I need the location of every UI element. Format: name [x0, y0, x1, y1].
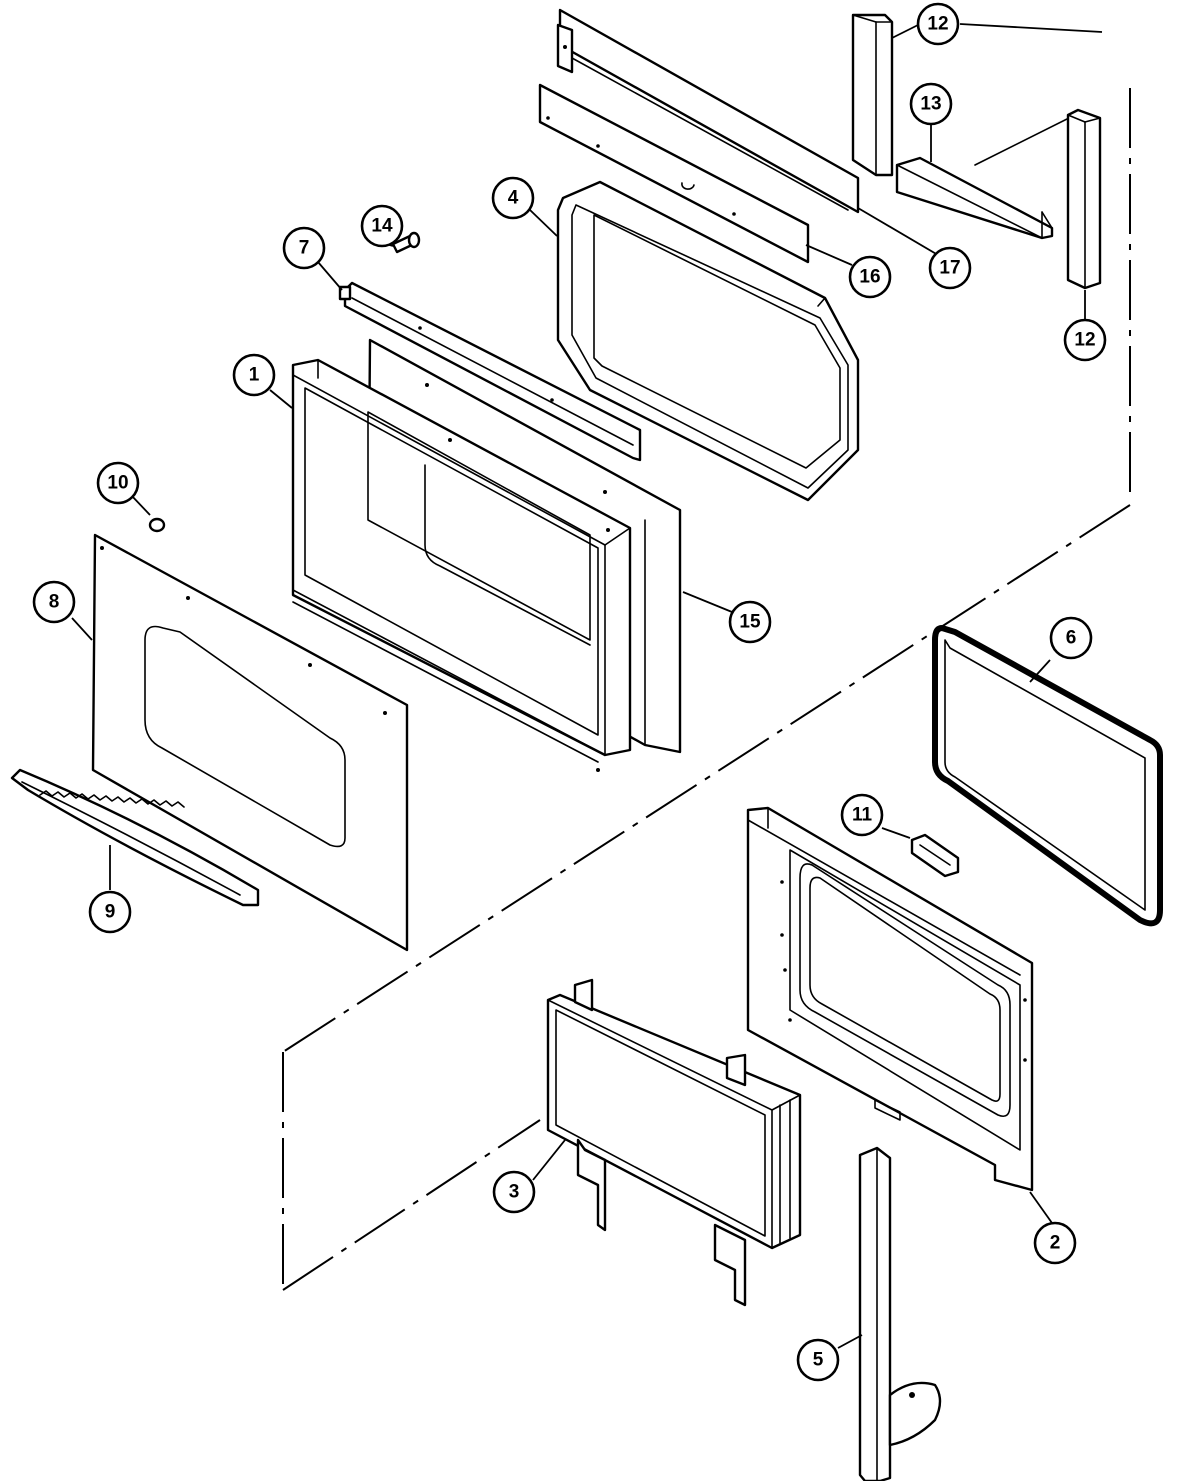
- callout-8: 8: [32, 580, 76, 624]
- leader-lines: [71, 23, 1103, 1349]
- callout-1: 1: [232, 353, 276, 397]
- callout-16: 16: [848, 255, 892, 299]
- callout-12-top: 12: [916, 2, 960, 46]
- part-2-inner-door-liner: [746, 806, 1034, 1192]
- callout-6: 6: [1049, 616, 1093, 660]
- callout-17: 17: [928, 246, 972, 290]
- callout-16-label: 16: [859, 267, 880, 288]
- callout-15-label: 15: [739, 612, 761, 633]
- part-12-vertical-trim-right: [1066, 108, 1102, 290]
- part-16-trim-strip: [538, 83, 810, 264]
- callout-8-label: 8: [49, 592, 60, 613]
- callout-5: 5: [796, 1338, 840, 1382]
- part-8-outer-door-panel: [91, 533, 409, 952]
- callout-12-top-label: 12: [927, 14, 948, 35]
- callout-3-label: 3: [509, 1182, 520, 1203]
- part-7-hinge-rail: [338, 281, 642, 462]
- callout-12-right-label: 12: [1074, 330, 1095, 351]
- assembly-boundary: [282, 88, 1131, 1291]
- callout-9-label: 9: [105, 902, 116, 923]
- callout-9: 9: [88, 890, 132, 934]
- callout-1-label: 1: [249, 365, 260, 386]
- part-12-vertical-trim-top: [851, 13, 894, 177]
- callout-11: 11: [840, 793, 884, 837]
- callout-10-label: 10: [107, 473, 128, 494]
- callout-4: 4: [491, 176, 535, 220]
- part-6-gasket: [932, 625, 1163, 927]
- callout-14: 14: [360, 204, 404, 248]
- part-1-inner-door-frame: [291, 358, 632, 772]
- part-13-horizontal-block: [895, 156, 1054, 240]
- callout-13-label: 13: [920, 94, 941, 115]
- callout-14-label: 14: [371, 216, 393, 237]
- callout-2-label: 2: [1050, 1233, 1061, 1254]
- callout-4-label: 4: [508, 188, 519, 209]
- part-17-top-bracket: [556, 8, 860, 214]
- callout-12-right: 12: [1063, 318, 1107, 362]
- callout-5-label: 5: [813, 1350, 824, 1371]
- part-5-hinge: [858, 1146, 942, 1481]
- part-11-clip: [910, 833, 960, 878]
- callout-11-label: 11: [852, 805, 873, 826]
- callout-10: 10: [96, 461, 140, 505]
- part-9-door-handle: [10, 768, 260, 907]
- callout-7: 7: [282, 226, 326, 270]
- callout-3: 3: [492, 1170, 536, 1214]
- callout-15: 15: [728, 600, 772, 644]
- callout-13: 13: [909, 82, 953, 126]
- part-3-glass-pack: [546, 978, 802, 1307]
- part-14-screw: [391, 231, 421, 254]
- part-10-bumper: [148, 517, 166, 533]
- callout-2: 2: [1033, 1221, 1077, 1265]
- callout-17-label: 17: [939, 258, 960, 279]
- part-4-frame: [556, 180, 860, 502]
- callout-6-label: 6: [1066, 628, 1077, 649]
- callout-7-label: 7: [299, 238, 310, 259]
